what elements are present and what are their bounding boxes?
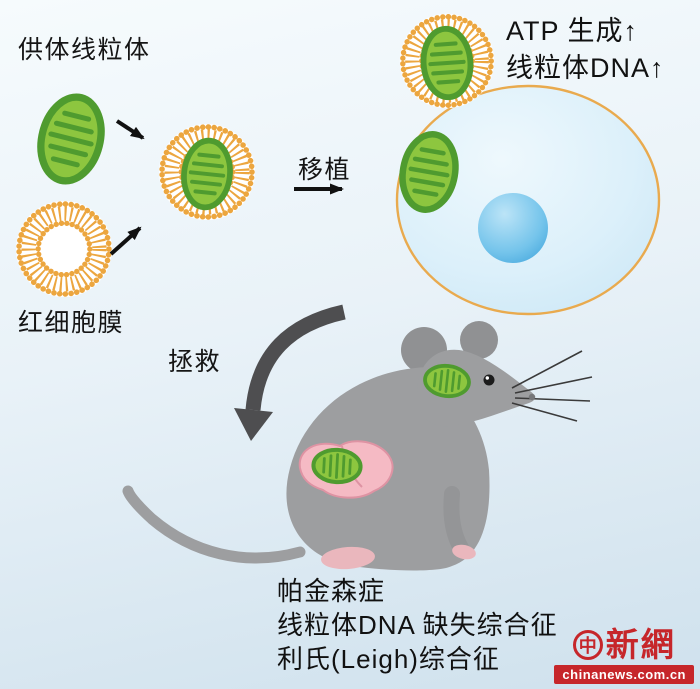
mitochondrion-on-liver [313,449,362,484]
label-rbc-membrane: 红细胞膜 [18,309,125,337]
label-donor-mitochondria: 供体线粒体 [18,36,151,64]
donor-mitochondrion [32,91,109,188]
mouse-whiskers [511,350,593,422]
mouse-hind-foot [321,546,375,570]
chinanews-wordmark: 新網 [605,626,676,663]
annotation-atp: ATP 生成↑ [506,16,639,46]
flow-arrows [109,119,344,256]
chinanews-wordmark-row: 中 新網 [554,627,694,663]
chinanews-emblem-icon: 中 [572,630,603,660]
mouse-front-paw [452,544,476,560]
arrow-mito-to-vesicle [115,119,145,140]
vesicle-wrapped-mitochondrion-top [400,14,494,108]
chinanews-url: chinanews.com.cn [554,665,694,684]
disease-item-parkinsons: 帕金森症 [277,576,386,606]
mouse-illustration [122,321,593,571]
label-rescue: 拯救 [168,348,222,376]
label-transplant: 移植 [298,156,352,184]
disease-item-leigh: 利氏(Leigh)综合征 [277,644,500,674]
mouse-front-leg [443,486,469,556]
mouse-eye [483,374,495,386]
disease-list: 帕金森症 线粒体DNA 缺失综合征 利氏(Leigh)综合征 [277,574,558,676]
mouse-nose [528,393,536,401]
arrow-membrane-to-vesicle [109,226,142,256]
disease-item-mtdna-depletion: 线粒体DNA 缺失综合征 [277,610,558,640]
mouse-ear-right [460,321,498,359]
rbc-membrane-vesicle [16,201,112,297]
chinanews-logo: 中 新網 chinanews.com.cn [554,627,694,684]
cell-effect-annotations: ATP 生成↑ 线粒体DNA↑ [506,13,665,87]
recipient-cell [395,84,661,316]
cell-nucleus [478,193,548,263]
chinanews-emblem-char: 中 [578,636,597,656]
vesicle-wrapped-mitochondrion [159,124,255,220]
annotation-mtdna: 线粒体DNA↑ [506,53,665,83]
mouse-eye-glint [485,376,489,380]
rescue-arrow [234,304,346,441]
mouse-tail [122,485,306,564]
